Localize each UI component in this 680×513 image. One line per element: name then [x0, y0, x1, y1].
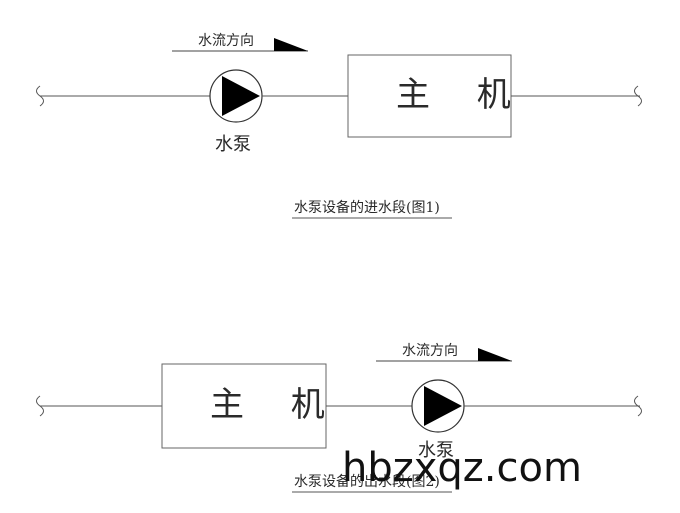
- fig1-pump-arrow: [222, 76, 260, 116]
- fig1-pump-label: 水泵: [215, 134, 251, 155]
- fig2-flow-arrow: [478, 348, 512, 361]
- fig1-group: [36, 38, 642, 219]
- fig2-host-box: [161, 363, 327, 449]
- fig1-host-box: [347, 54, 512, 138]
- fig2-pump-label: 水泵: [418, 440, 454, 461]
- fig2-group: [36, 348, 642, 493]
- fig1-flow-direction-label: 水流方向: [198, 33, 254, 49]
- fig1-right-break-mark: [634, 85, 642, 107]
- fig1-flow-arrow: [274, 38, 308, 51]
- fig2-pump-arrow: [424, 386, 462, 426]
- fig2-caption: 水泵设备的出水段(图2): [294, 474, 440, 490]
- fig2-flow-direction-label: 水流方向: [402, 343, 458, 359]
- watermark: hbzxqz.com: [342, 445, 582, 491]
- fig2-host-label: 主 机: [210, 385, 343, 425]
- fig1-host-label: 主 机: [396, 75, 529, 115]
- fig2-right-break-mark: [634, 395, 642, 417]
- fig1-caption: 水泵设备的进水段(图1): [294, 200, 440, 216]
